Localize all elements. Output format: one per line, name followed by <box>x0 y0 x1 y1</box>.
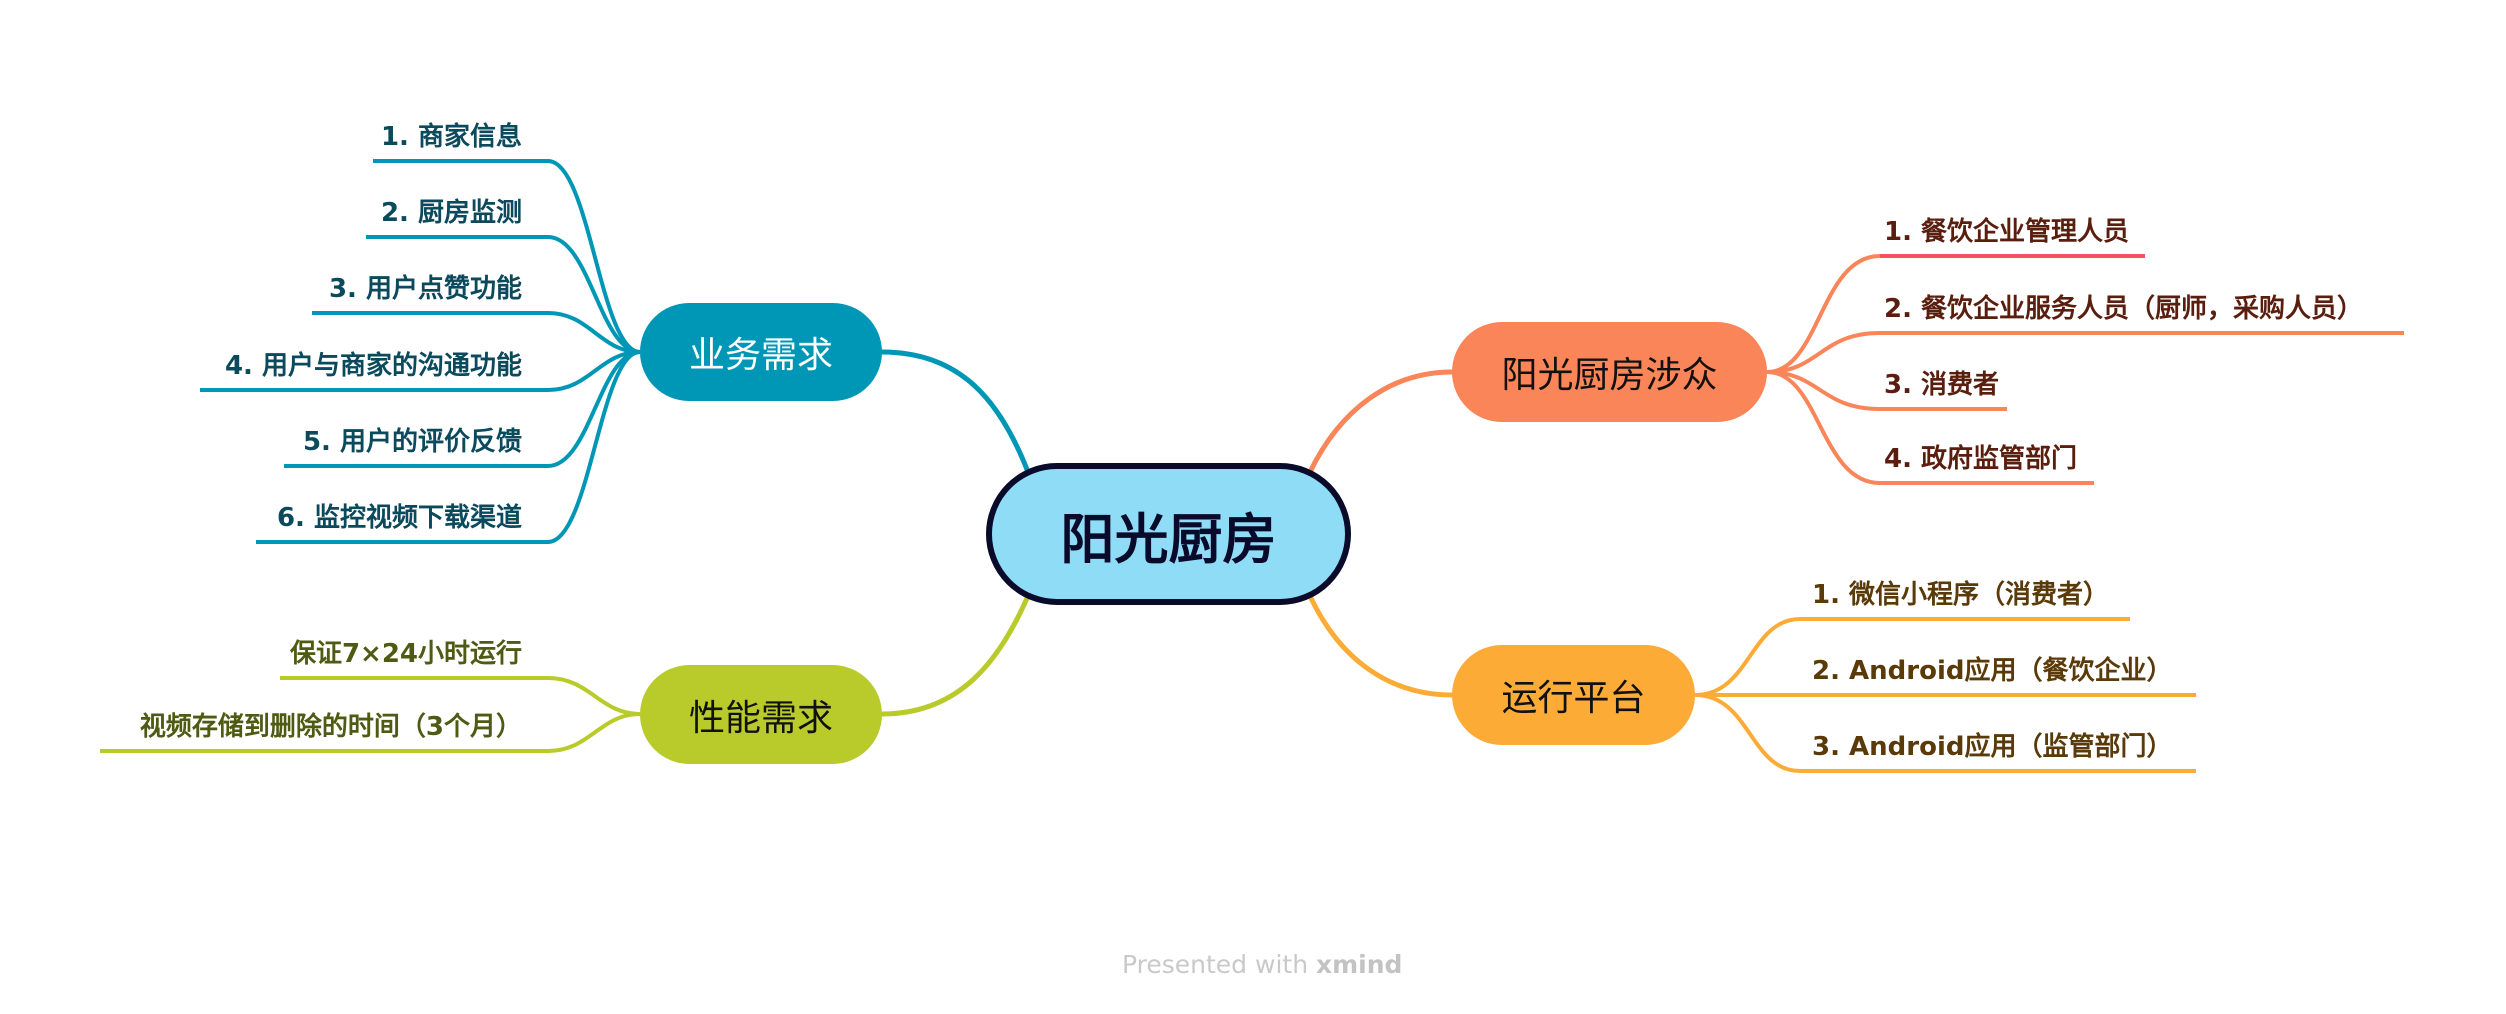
topic-label: 阳光厨房涉众 <box>1501 355 1718 396</box>
leaf-business-6[interactable]: 6. 监控视频下载渠道 <box>276 503 522 533</box>
topic-label: 业务需求 <box>688 335 833 376</box>
leaf-platform-3[interactable]: 3. Android应用（监管部门） <box>1812 732 2173 762</box>
leaf-business-4[interactable]: 4. 用户与商家的沟通功能 <box>224 351 522 381</box>
leaf-business-5[interactable]: 5. 用户的评价反馈 <box>302 427 522 457</box>
presented-with-footer: Presented with xmind <box>1122 950 1402 979</box>
leaf-business-1[interactable]: 1. 商家信息 <box>380 122 522 152</box>
topic-label: 运行平台 <box>1501 678 1646 719</box>
central-topic-label: 阳光厨房 <box>1060 507 1277 571</box>
leaf-platform-1[interactable]: 1. 微信小程序（消费者） <box>1812 580 2110 610</box>
topic-stakeholders[interactable]: 阳光厨房涉众 <box>1452 322 1767 422</box>
topic-platform[interactable]: 运行平台 <box>1452 645 1695 745</box>
topic-business-requirements[interactable]: 业务需求 <box>640 303 882 401</box>
topic-label: 性能需求 <box>688 697 833 739</box>
footer-prefix: Presented with <box>1122 950 1316 979</box>
leaf-performance-2[interactable]: 视频存储到删除的时间（3个月） <box>139 712 522 742</box>
leaf-platform-2[interactable]: 2. Android应用（餐饮企业） <box>1812 656 2173 686</box>
leaf-stakeholder-1[interactable]: 1. 餐饮企业管理人员 <box>1884 217 2130 247</box>
leaf-business-2[interactable]: 2. 厨房监测 <box>380 198 522 228</box>
central-topic[interactable]: 阳光厨房 <box>986 463 1351 605</box>
leaf-stakeholder-4[interactable]: 4. 政府监管部门 <box>1884 444 2078 474</box>
xmind-logo: xmind <box>1315 950 1403 979</box>
leaf-stakeholder-2[interactable]: 2. 餐饮企业服务人员（厨师，采购人员） <box>1884 294 2364 324</box>
leaf-performance-1[interactable]: 保证7×24小时运行 <box>289 639 522 669</box>
topic-performance-requirements[interactable]: 性能需求 <box>640 665 882 764</box>
leaf-business-3[interactable]: 3. 用户点赞功能 <box>328 274 522 304</box>
leaf-stakeholder-3[interactable]: 3. 消费者 <box>1884 370 2000 400</box>
